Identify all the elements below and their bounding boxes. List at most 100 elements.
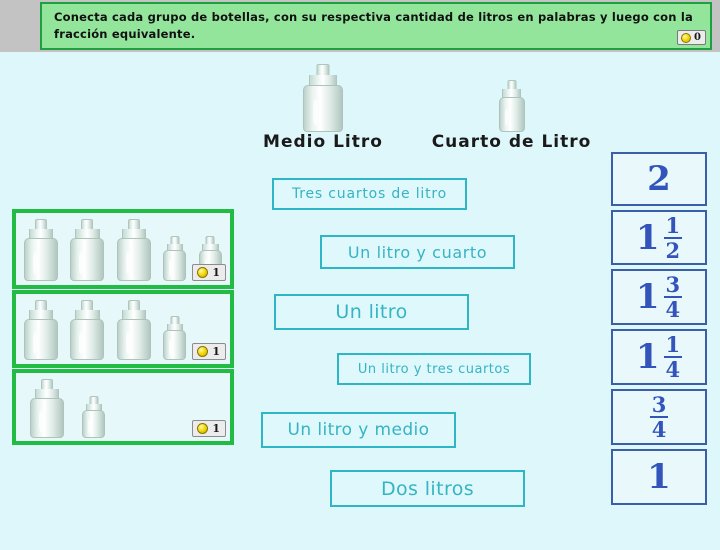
bottle-shoulder bbox=[166, 244, 184, 253]
fraction-part: 3 4 bbox=[663, 272, 683, 322]
bottle-shoulder bbox=[308, 75, 338, 88]
bottle-small bbox=[82, 396, 106, 438]
word-option-un-litro-y-medio[interactable]: Un litro y medio bbox=[261, 412, 456, 448]
bottle-group-2[interactable]: 1 bbox=[12, 290, 234, 368]
word-option-un-litro-y-cuarto[interactable]: Un litro y cuarto bbox=[320, 235, 515, 269]
word-option-dos-litros[interactable]: Dos litros bbox=[330, 470, 525, 507]
bottle-body bbox=[70, 238, 105, 281]
fraction-part: 3 4 bbox=[649, 392, 669, 442]
bottle-body bbox=[116, 238, 151, 281]
bottle-body bbox=[163, 250, 187, 281]
bottle-shoulder bbox=[202, 244, 219, 253]
fraction-whole: 1 bbox=[635, 217, 660, 258]
bottle-group-3[interactable]: 1 bbox=[12, 369, 234, 445]
group-badge: 1 bbox=[192, 264, 226, 281]
game-stage: Medio Litro Cuarto de Litro bbox=[0, 52, 720, 550]
fraction-option-1[interactable]: 1 bbox=[611, 449, 707, 505]
bottle-large bbox=[70, 300, 105, 360]
bottle-glare bbox=[125, 252, 130, 275]
bottle-body bbox=[24, 238, 58, 281]
word-option-tres-cuartos-de-litro[interactable]: Tres cuartos de litro bbox=[272, 178, 467, 210]
bottle-large bbox=[30, 379, 64, 438]
word-option-un-litro-y-tres-cuartos[interactable]: Un litro y tres cuartos bbox=[337, 353, 531, 385]
bottle-large bbox=[116, 219, 151, 281]
fraction-denominator: 4 bbox=[663, 356, 683, 382]
bottle-large bbox=[70, 219, 105, 281]
example-medio-litro: Medio Litro bbox=[248, 64, 398, 152]
fraction-numerator: 1 bbox=[665, 212, 681, 238]
bottle-shoulder bbox=[166, 324, 184, 333]
fraction-whole: 1 bbox=[647, 457, 671, 497]
group-badge-count: 1 bbox=[212, 421, 220, 435]
word-option-label: Un litro y tres cuartos bbox=[357, 361, 511, 377]
fraction-whole: 1 bbox=[635, 337, 660, 377]
fraction-whole: 1 bbox=[635, 277, 660, 317]
bottle-row bbox=[24, 300, 187, 370]
bottle-body bbox=[303, 85, 343, 132]
coin-icon bbox=[197, 267, 209, 278]
group-badge: 1 bbox=[192, 343, 226, 360]
bottle-body bbox=[498, 97, 525, 132]
word-option-label: Un litro y cuarto bbox=[347, 242, 488, 262]
bottle-glare bbox=[169, 339, 173, 356]
bottle-shoulder bbox=[502, 89, 521, 99]
score-count: 0 bbox=[694, 31, 701, 43]
bottle-glare bbox=[125, 332, 130, 354]
bottle-glare bbox=[88, 419, 92, 434]
fraction-option-1-1-4[interactable]: 1 1 4 bbox=[611, 329, 707, 385]
bottle-glare bbox=[505, 108, 509, 127]
bottle-glare bbox=[79, 252, 84, 275]
bottle-glare bbox=[32, 332, 37, 354]
coin-icon bbox=[197, 423, 209, 434]
bottle-shoulder bbox=[85, 404, 103, 413]
fraction-denominator: 4 bbox=[663, 296, 683, 322]
example-label: Cuarto de Litro bbox=[431, 132, 592, 152]
bottle-body bbox=[24, 319, 58, 360]
bottle-group-1[interactable]: 1 bbox=[12, 209, 234, 289]
group-badge: 1 bbox=[192, 420, 226, 437]
fraction-option-1-1-2[interactable]: 1 1 2 bbox=[611, 210, 707, 265]
bottle-body bbox=[82, 410, 106, 438]
bottle-row bbox=[30, 379, 106, 447]
group-badge-count: 1 bbox=[212, 344, 220, 358]
fraction-part: 1 4 bbox=[663, 332, 683, 382]
bottle-large bbox=[24, 300, 58, 360]
bottle-glare bbox=[79, 332, 84, 354]
instruction-text: Conecta cada grupo de botellas, con su r… bbox=[54, 10, 693, 41]
bottle-body bbox=[70, 319, 105, 360]
bottle-small bbox=[163, 316, 187, 360]
fraction-numerator: 3 bbox=[651, 392, 667, 417]
bottle-body bbox=[30, 398, 64, 438]
bottle-large bbox=[303, 64, 343, 132]
header-bar: Conecta cada grupo de botellas, con su r… bbox=[0, 0, 720, 52]
bottle-large bbox=[116, 300, 151, 360]
fraction-denominator: 4 bbox=[649, 416, 669, 442]
fraction-option-3-4[interactable]: 3 4 bbox=[611, 389, 707, 445]
bottle-small bbox=[163, 236, 187, 281]
word-option-label: Dos litros bbox=[380, 477, 475, 500]
word-option-label: Un litro bbox=[335, 301, 408, 323]
bottle-small bbox=[498, 80, 525, 132]
bottle-body bbox=[163, 330, 187, 360]
fraction-whole: 2 bbox=[647, 159, 671, 199]
bottle-glare bbox=[169, 260, 173, 276]
fraction-option-2[interactable]: 2 bbox=[611, 152, 707, 206]
coin-icon bbox=[681, 32, 692, 43]
fraction-part: 1 2 bbox=[663, 212, 683, 263]
bottle-glare bbox=[38, 411, 43, 432]
bottle-glare bbox=[32, 252, 37, 275]
fraction-option-1-3-4[interactable]: 1 3 4 bbox=[611, 269, 707, 325]
fraction-numerator: 1 bbox=[665, 332, 681, 357]
word-option-un-litro[interactable]: Un litro bbox=[274, 294, 469, 330]
bottle-glare bbox=[313, 100, 319, 125]
example-cuarto-de-litro: Cuarto de Litro bbox=[424, 80, 599, 152]
fraction-numerator: 3 bbox=[665, 272, 681, 297]
score-badge: 0 bbox=[677, 30, 706, 45]
group-badge-count: 1 bbox=[212, 265, 220, 279]
instruction-panel: Conecta cada grupo de botellas, con su r… bbox=[40, 2, 712, 50]
fraction-denominator: 2 bbox=[663, 236, 683, 263]
word-option-label: Tres cuartos de litro bbox=[291, 186, 448, 202]
bottle-body bbox=[116, 319, 151, 360]
example-label: Medio Litro bbox=[263, 132, 383, 152]
bottle-large bbox=[24, 219, 58, 281]
